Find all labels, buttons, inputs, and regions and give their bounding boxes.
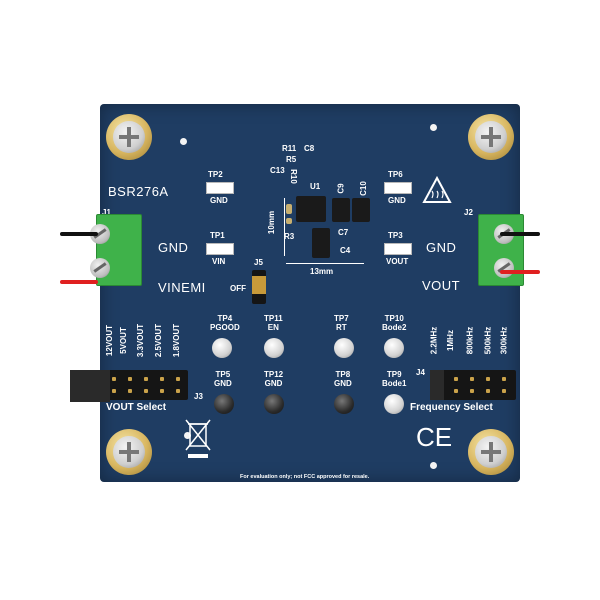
designator-j2: J2 (464, 208, 473, 217)
designator-c8: C8 (304, 144, 315, 153)
freq-option-800k: 800kHz (465, 326, 475, 355)
tp12-post[interactable] (264, 394, 284, 414)
designator-c10: C10 (358, 181, 368, 196)
width-dimension-line (286, 263, 364, 264)
c9-capacitor (332, 198, 350, 222)
small-passive (286, 218, 292, 224)
hot-surface-warning-icon (422, 176, 452, 203)
tp7-post[interactable] (334, 338, 354, 358)
vout-select-jumper[interactable] (70, 370, 110, 402)
vout-select-header[interactable] (104, 370, 188, 400)
tp3-pad[interactable] (384, 243, 412, 255)
tp6-pad[interactable] (384, 182, 412, 194)
tp2-pad[interactable] (206, 182, 234, 194)
mounting-screw-top-left (106, 114, 152, 160)
mounting-screw-top-right (468, 114, 514, 160)
tp1-label: TP1 (210, 231, 225, 240)
via (184, 432, 191, 439)
tp4-post[interactable] (212, 338, 232, 358)
via (430, 124, 437, 131)
height-dimension: 10mm (267, 210, 277, 235)
tp9-post[interactable] (384, 394, 404, 414)
designator-c13: C13 (270, 166, 285, 175)
tp3-label: TP3 (388, 231, 403, 240)
tp2-label: TP2 (208, 170, 223, 179)
gnd-input-wire (60, 232, 98, 236)
vout-option-2v5: 2.5VOUT (154, 323, 164, 358)
left-gnd-label: GND (158, 240, 189, 255)
right-gnd-label: GND (426, 240, 457, 255)
tp5-post[interactable] (214, 394, 234, 414)
vout-select-label: VOUT Select (106, 402, 167, 413)
tp6-net: GND (388, 196, 406, 205)
designator-r10: R10 (288, 169, 298, 184)
vout-option-3v3: 3.3VOUT (136, 323, 146, 358)
designator-r5: R5 (286, 155, 297, 164)
vout-option-1v8: 1.8VOUT (172, 323, 182, 358)
right-vout-label: VOUT (422, 278, 461, 293)
vout-option-12v: 12VOUT (105, 324, 115, 357)
u1-regulator-ic (296, 196, 326, 222)
tp6-label: TP6 (388, 170, 403, 179)
via (180, 138, 187, 145)
vout-output-wire (500, 270, 540, 274)
via (430, 462, 437, 469)
freq-option-2m2: 2.2MHz (429, 326, 439, 355)
j1-terminal-screw-gnd[interactable] (90, 224, 110, 244)
j2-terminal-screw-vout[interactable] (494, 258, 514, 278)
vin-input-wire (60, 280, 98, 284)
designator-j5: J5 (254, 258, 263, 267)
designator-r3: R3 (284, 232, 295, 241)
gnd-output-wire (500, 232, 540, 236)
c10-capacitor (352, 198, 370, 222)
designator-j4: J4 (416, 368, 425, 377)
inductor (312, 228, 330, 258)
weee-bin-icon (185, 419, 211, 458)
pcb-board: BSR276A TP2 GND TP1 VIN TP6 GND TP3 VOUT… (70, 104, 520, 482)
designator-r11: R11 (282, 144, 297, 153)
width-dimension: 13mm (310, 267, 334, 276)
mounting-screw-bottom-right (468, 429, 514, 475)
designator-c9: C9 (336, 183, 346, 194)
tp1-net: VIN (212, 257, 226, 266)
freq-select-jumper[interactable] (430, 370, 444, 400)
height-dimension-line (284, 198, 285, 256)
j1-terminal-screw-vin[interactable] (90, 258, 110, 278)
tp3-net: VOUT (386, 257, 409, 266)
tp1-pad[interactable] (206, 243, 234, 255)
freq-option-1m: 1MHz (445, 330, 455, 351)
switch-off-label: OFF (230, 284, 246, 293)
tp11-post[interactable] (264, 338, 284, 358)
board-part-number: BSR276A (108, 184, 169, 199)
mounting-screw-bottom-left (106, 429, 152, 475)
tp8-post[interactable] (334, 394, 354, 414)
j5-jumper[interactable] (252, 276, 266, 294)
freq-option-300k: 300kHz (499, 326, 509, 355)
vout-option-5v: 5VOUT (118, 327, 128, 354)
tp2-net: GND (210, 196, 228, 205)
designator-u1: U1 (310, 182, 321, 191)
small-passive (286, 204, 292, 214)
designator-j3: J3 (194, 392, 203, 401)
ce-mark-icon: CE (416, 422, 453, 452)
freq-option-500k: 500kHz (483, 326, 493, 355)
disclaimer-text: For evaluation only; not FCC approved fo… (240, 474, 370, 480)
freq-select-label: Frequency Select (410, 402, 493, 413)
tp10-post[interactable] (384, 338, 404, 358)
designator-j1: J1 (102, 208, 111, 217)
designator-c4: C4 (340, 246, 351, 255)
vout-options: 12VOUT 5VOUT 3.3VOUT 2.5VOUT 1.8VOUT (104, 318, 192, 366)
designator-c7: C7 (338, 228, 349, 237)
left-vin-label: VINEMI (158, 280, 206, 295)
freq-options: 2.2MHz 1MHz 800kHz 500kHz 300kHz (424, 318, 520, 366)
